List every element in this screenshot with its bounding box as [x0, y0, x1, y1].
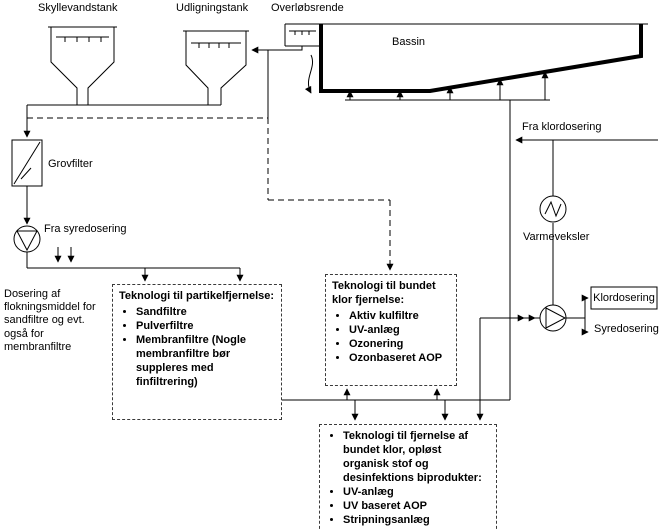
list-item: UV baseret AOP	[343, 499, 490, 513]
list-item: UV-anlæg	[343, 485, 490, 499]
list-item: Sandfiltre	[136, 305, 275, 319]
pump-symbol-right	[539, 304, 567, 332]
equalization-tank-right	[220, 31, 247, 105]
list-item: UV-anlæg	[349, 323, 450, 337]
bound-chlorine-list: Aktiv kulfiltre UV-anlæg Ozonering Ozonb…	[332, 309, 450, 365]
chlorine-dosing-label: Klordosering	[593, 292, 655, 304]
bound-chlorine-title: Teknologi til bundet klor fjernelse:	[332, 280, 436, 307]
heat-exchanger-zigzag	[544, 200, 562, 218]
byproduct-removal-title: Teknologi til fjernelse af bundet klor, …	[343, 429, 490, 485]
list-item: Ozonering	[349, 337, 450, 351]
list-item: Membranfiltre (Nogle membranfiltre bør s…	[136, 333, 275, 389]
gutter-water-level-icon	[289, 30, 316, 35]
particle-removal-title: Teknologi til partikelfjernelse:	[119, 290, 275, 302]
bottom-piping	[280, 318, 510, 421]
rinse-tank-water-level-icon	[56, 36, 109, 42]
rinse-tank-left	[50, 27, 78, 105]
pump-symbol-left	[13, 225, 41, 253]
dashed-alternative-lines	[27, 117, 394, 271]
drain-squiggle-arrow	[304, 54, 313, 94]
right-side-piping	[480, 136, 658, 336]
coarse-filter-hatch	[13, 141, 41, 185]
gutter-to-tank-arrow	[251, 46, 303, 54]
tanks-and-pipes	[11, 26, 249, 282]
chlorine-dosing-box	[590, 286, 658, 310]
heat-exchanger-label: Varmeveksler	[523, 231, 590, 243]
bound-chlorine-removal-box: Teknologi til bundet klor fjernelse: Akt…	[325, 274, 457, 386]
arrow-to-acid-dosing	[581, 318, 589, 336]
pump-left-triangle	[16, 230, 38, 252]
list-item: Ozonbaseret AOP	[349, 351, 450, 365]
list-item: Aktiv kulfiltre	[349, 309, 450, 323]
arrow-to-chlorine-dosing	[581, 294, 589, 318]
pump-discharge-line	[26, 252, 240, 269]
particle-removal-box: Teknologi til partikelfjernelse: Sandfil…	[112, 284, 282, 420]
flocculant-dosing-note: Dosering af flokningsmiddel for sandfilt…	[4, 288, 96, 353]
list-item: Stripningsanlæg	[343, 513, 490, 527]
pump-right-triangle	[545, 307, 567, 329]
byproduct-removal-box: Teknologi til fjernelse af bundet klor, …	[319, 424, 497, 531]
rinse-tank-right	[87, 27, 115, 105]
equalization-tank-water-level-icon	[191, 42, 241, 48]
equalization-tank-label: Udligningstank	[176, 2, 249, 14]
from-chlorine-dosing-label: Fra klordosering	[522, 121, 602, 133]
basin-and-gutter	[251, 23, 648, 400]
from-acid-dosing-label: Fra syredosering	[44, 223, 127, 235]
acid-dosing-label: Syredosering	[594, 323, 659, 335]
basin-shape	[319, 24, 643, 93]
heat-exchanger-symbol	[539, 195, 567, 223]
rinse-tank-label: Skyllevandstank	[38, 2, 118, 14]
equalization-tank-left	[185, 31, 209, 105]
overflow-gutter-label: Overløbsrende	[271, 2, 344, 14]
list-item: Pulverfiltre	[136, 319, 275, 333]
byproduct-removal-list: Teknologi til fjernelse af bundet klor, …	[326, 429, 490, 528]
coarse-filter-label: Grovfilter	[48, 158, 93, 170]
basin-label: Bassin	[392, 36, 426, 48]
particle-removal-list: Sandfiltre Pulverfiltre Membranfiltre (N…	[119, 305, 275, 389]
